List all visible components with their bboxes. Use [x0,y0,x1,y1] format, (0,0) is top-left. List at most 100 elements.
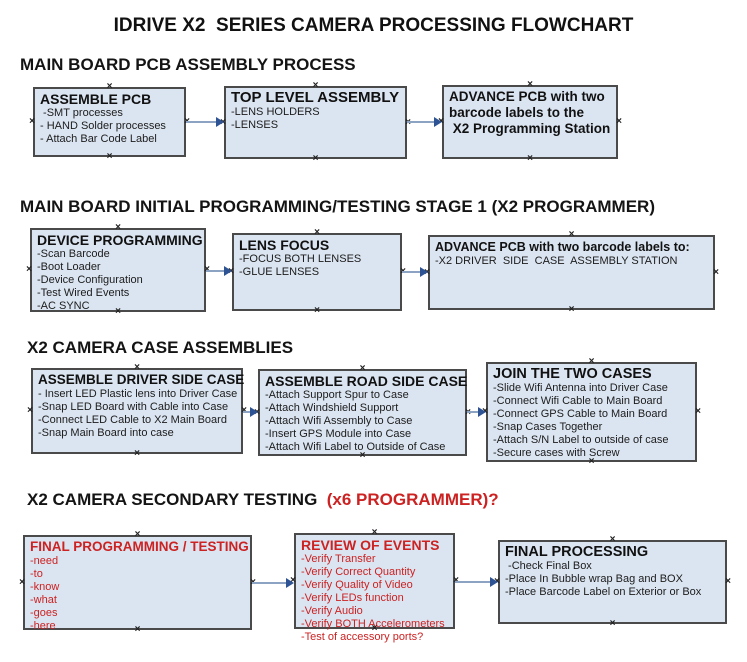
box-item: -Slide Wifi Antenna into Driver Case [493,382,668,394]
connection-handle[interactable]: × [314,227,320,238]
box-title: LENS FOCUS [239,237,330,253]
flow-box-assemble-driver-side-case[interactable]: ASSEMBLE DRIVER SIDE CASE- Insert LED Pl… [27,363,247,459]
flow-box-top-level-assembly[interactable]: TOP LEVEL ASSEMBLY-LENS HOLDERS-LENSES××… [220,81,411,164]
flow-box-lens-focus[interactable]: LENS FOCUS-FOCUS BOTH LENSES-GLUE LENSES… [228,228,406,316]
box-item: -Boot Loader [37,261,101,273]
box-item: -LENS HOLDERS [231,106,320,118]
box-item: -FOCUS BOTH LENSES [239,253,362,265]
flow-arrow[interactable] [243,411,252,413]
arrow-head-icon [286,578,294,588]
connection-handle[interactable]: × [527,153,533,164]
connection-handle[interactable]: × [568,229,575,240]
connection-handle[interactable]: × [588,356,595,367]
connection-handle[interactable]: × [359,363,366,374]
box-item: -goes [30,607,58,619]
box-item: -Attach S/N Label to outside of case [493,434,669,446]
connection-handle[interactable]: × [134,529,141,540]
flow-box-final-programming-testing[interactable]: FINAL PROGRAMMING / TESTING-need-to-know… [19,530,256,635]
box-title: REVIEW OF EVENTS [301,537,440,553]
box-title: FINAL PROCESSING [505,544,649,560]
connection-handle[interactable]: × [713,266,719,278]
box-item: -Insert GPS Module into Case [265,428,412,440]
flow-arrow[interactable] [455,581,492,583]
flow-box-join-the-two-cases[interactable]: JOIN THE TWO CASES-Slide Wifi Antenna in… [482,357,701,467]
box-item: -Verify Quality of Video [301,579,413,591]
connection-handle[interactable]: × [106,151,113,162]
box-title: ASSEMBLE ROAD SIDE CASE [265,373,468,389]
connection-handle[interactable]: × [134,362,140,373]
arrow-head-icon [224,266,232,276]
connection-handle[interactable]: × [312,153,319,164]
box-item: - Attach Bar Code Label [40,133,157,145]
box-title: DEVICE PROGRAMMING [37,232,203,248]
box-item: -X2 DRIVER SIDE CASE ASSEMBLY STATION [435,255,678,267]
connection-handle[interactable]: × [616,116,622,127]
box-item: -Place Barcode Label on Exterior or Box [505,586,702,598]
connection-handle[interactable]: × [609,618,616,629]
connection-handle[interactable]: × [134,448,140,459]
connection-handle[interactable]: × [695,406,701,417]
box-item: -LENSES [231,119,279,131]
box-item: -SMT processes [40,107,123,119]
connection-handle[interactable]: × [115,222,121,233]
box-item: -Attach Wifi Assembly to Case [265,415,413,427]
flow-box-final-processing[interactable]: FINAL PROCESSING -Check Final Box-Place … [494,535,731,629]
box-item: -Snap LED Board with Cable into Case [38,401,229,413]
connection-handle[interactable]: × [106,81,113,92]
connection-handle[interactable]: × [371,527,378,538]
flow-box-device-programming[interactable]: DEVICE PROGRAMMING-Scan Barcode-Boot Loa… [26,223,210,317]
page-title: IDRIVE X2 SERIES CAMERA PROCESSING FLOWC… [113,15,634,36]
box-item: -Check Final Box [505,560,592,572]
section-heading-3: X2 CAMERA CASE ASSEMBLIES [27,338,293,358]
box-title: ASSEMBLE PCB [40,91,152,107]
box-item: -Verify LEDs function [301,592,404,604]
box-item: -need [30,555,59,567]
box-item: -Connect Wifi Cable to Main Board [493,395,663,407]
box-item: -Connect GPS Cable to Main Board [493,408,668,420]
flow-arrow[interactable] [467,411,480,413]
box-item: -Device Configuration [37,274,143,286]
flow-box-assemble-road-side-case[interactable]: ASSEMBLE ROAD SIDE CASE-Attach Support S… [254,364,471,461]
connection-handle[interactable]: × [609,534,616,545]
box-item: -Verify BOTH Accelerometers [301,618,445,630]
connection-handle[interactable]: × [29,116,35,127]
box-item: -GLUE LENSES [239,266,320,278]
box-item: -Attach Windshield Support [265,402,399,414]
flow-arrow[interactable] [252,582,288,584]
box-item: -Place In Bubble wrap Bag and BOX [505,573,683,585]
connection-handle[interactable]: × [19,576,25,588]
connection-handle[interactable]: × [27,405,33,416]
box-title: TOP LEVEL ASSEMBLY [231,89,400,106]
box-item: -Connect LED Cable to X2 Main Board [38,414,227,426]
box-item: -Test Wired Events [37,287,130,299]
box-item: -Verify Transfer [301,553,376,565]
flow-box-advance-pcb-with-two[interactable]: ADVANCE PCB with two barcode labels to:-… [424,230,719,315]
flow-box-advance-pcb-with-two[interactable]: ADVANCE PCB with two barcode labels to t… [438,80,622,164]
connection-handle[interactable]: × [527,79,533,90]
section-heading-2: MAIN BOARD INITIAL PROGRAMMING/TESTING S… [20,197,655,217]
box-title: ASSEMBLE DRIVER SIDE CASE [38,372,245,387]
box-item: -Snap Main Board into case [38,427,174,439]
box-item: -Verify Correct Quantity [301,566,416,578]
connection-handle[interactable]: × [568,304,575,315]
flow-arrow[interactable] [402,271,422,273]
box-title: JOIN THE TWO CASES [493,366,652,382]
box-item: - HAND Solder processes [40,120,166,132]
flow-box-review-of-events[interactable]: REVIEW OF EVENTS-Verify Transfer-Verify … [290,528,459,644]
box-item: -Scan Barcode [37,248,110,260]
box-title: FINAL PROGRAMMING / TESTING [30,539,249,554]
box-item: -Attach Support Spur to Case [265,389,409,401]
section-heading-1: MAIN BOARD PCB ASSEMBLY PROCESS [20,55,356,75]
flow-box-assemble-pcb[interactable]: ASSEMBLE PCB -SMT processes- HAND Solder… [29,82,190,162]
box-title: ADVANCE PCB with two barcode labels to: [435,240,690,254]
box-item: -Verify Audio [301,605,363,617]
flow-arrow[interactable] [407,121,436,123]
connection-handle[interactable]: × [314,305,320,316]
connection-handle[interactable]: × [725,576,731,587]
connection-handle[interactable]: × [26,264,32,275]
flow-arrow[interactable] [186,121,218,123]
heading-text: X2 CAMERA SECONDARY TESTING [27,490,323,509]
box-item: -Test of accessory ports? [301,631,424,643]
flow-arrow[interactable] [206,270,226,272]
